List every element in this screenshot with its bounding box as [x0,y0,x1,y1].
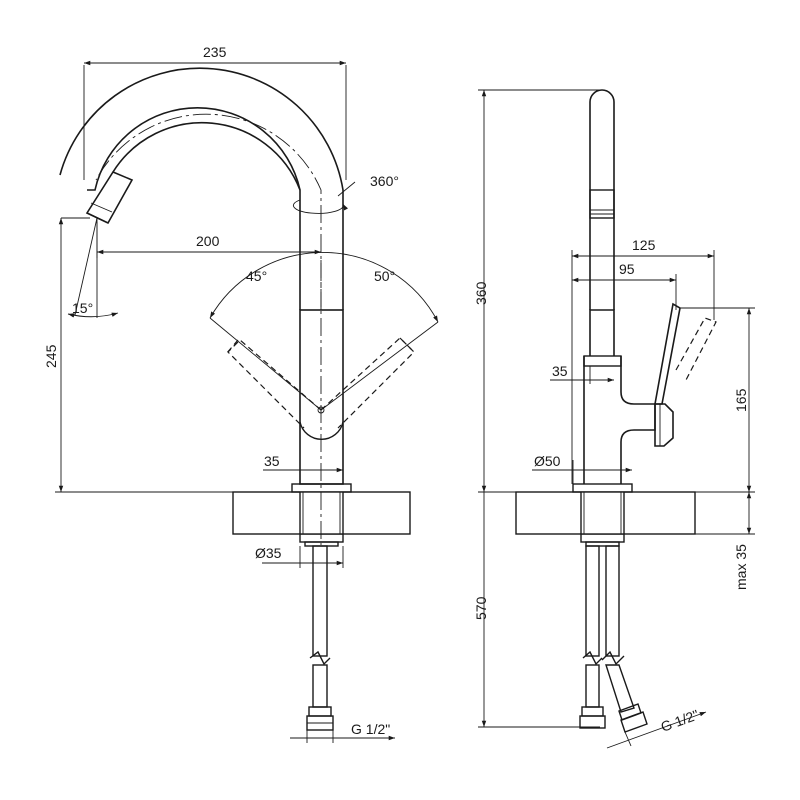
front-spout [59,67,344,310]
dim-95: 95 [619,261,635,277]
side-body [583,356,656,484]
dim-200: 200 [196,233,220,249]
dim-245: 245 [43,344,59,368]
side-hose-left [579,545,606,729]
dim-235: 235 [203,44,227,60]
dim-15-deg: 15° [72,300,93,316]
front-view: 235 200 245 15° 35 Ø35 [43,44,439,743]
front-mounting-nut [299,533,344,543]
dim-hose-g-front: G 1/2" [351,721,390,737]
side-handle [654,302,717,447]
side-view: 360 125 95 35 Ø50 165 max 35 570 [473,89,755,749]
dim-360: 360 [473,281,489,305]
front-body [299,309,344,485]
angle-50-label: 50° [374,268,395,284]
dim-thread-d35: Ø35 [255,545,282,561]
front-lever-ghost-right [320,337,415,429]
dim-max-35: max 35 [733,544,749,590]
front-lever-ghost-left [225,339,322,429]
front-countertop [232,491,411,535]
side-spout-pipe [589,89,615,310]
front-base-ring [291,483,352,493]
dim-hose-g-side: G 1/2" [659,706,701,734]
dim-35-body: 35 [264,453,280,469]
rotation-360-label: 360° [370,173,399,189]
dim-35-spout: 35 [552,363,568,379]
angle-45-label: 45° [246,268,267,284]
front-lever [299,406,344,441]
dim-base-d50: Ø50 [534,453,561,469]
side-countertop [515,491,696,535]
front-hose [306,545,334,731]
dim-125: 125 [632,237,656,253]
dim-165: 165 [733,388,749,412]
dim-570: 570 [473,596,489,620]
side-hose-right [601,545,648,733]
